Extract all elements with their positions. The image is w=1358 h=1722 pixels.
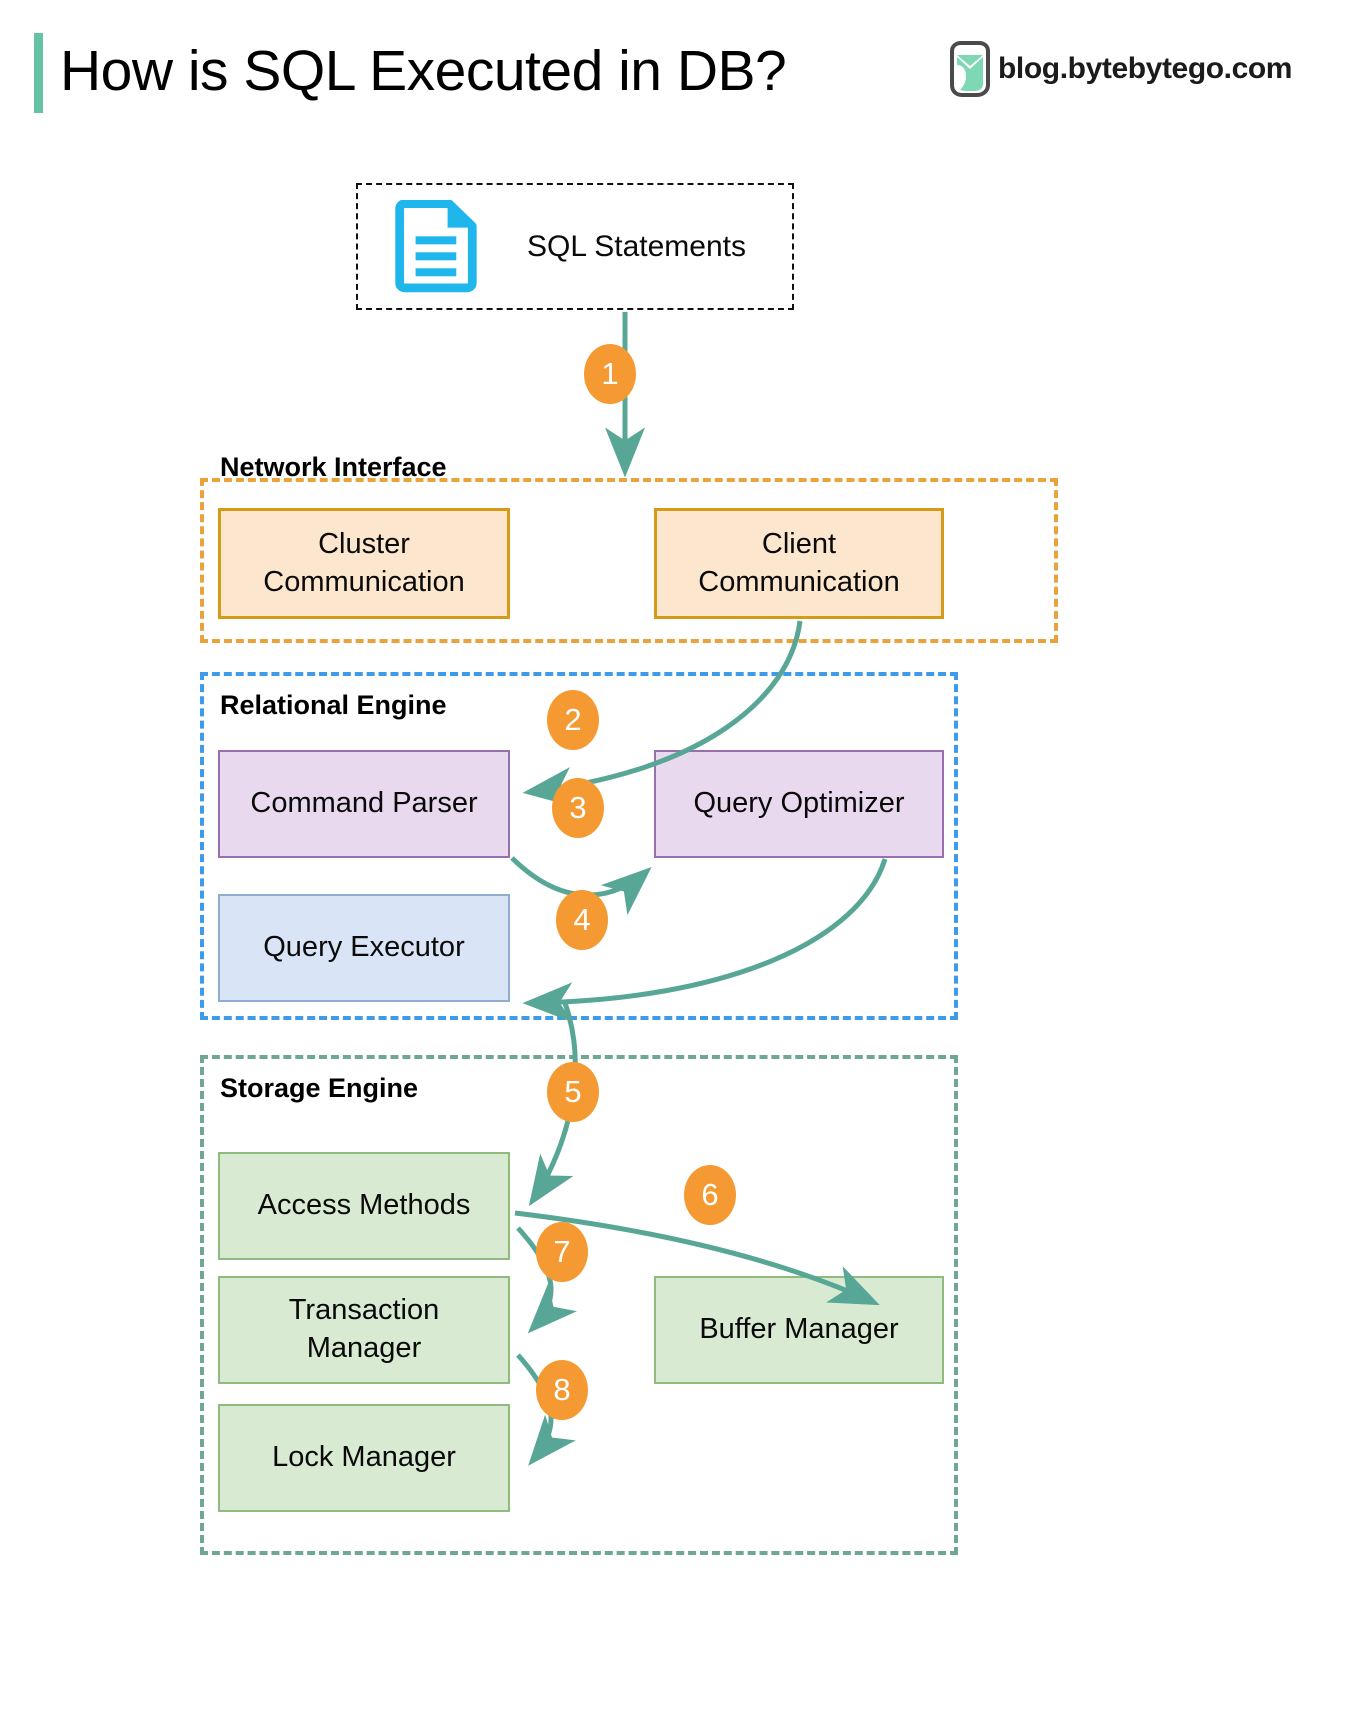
- page-title: How is SQL Executed in DB?: [60, 39, 787, 103]
- node-cluster-communication-label: Cluster Communication: [263, 527, 465, 598]
- group-storage-engine-label: Storage Engine: [220, 1073, 419, 1103]
- node-access-methods[interactable]: Access Methods: [218, 1152, 510, 1260]
- step-badge-3: 3: [552, 778, 604, 838]
- group-network-interface-label: Network Interface: [220, 452, 447, 482]
- step-badge-4: 4: [556, 890, 608, 950]
- node-client-communication[interactable]: Client Communication: [654, 508, 944, 619]
- group-storage-engine: [200, 1055, 958, 1555]
- node-buffer-manager[interactable]: Buffer Manager: [654, 1276, 944, 1384]
- title-accent-bar: [34, 33, 43, 113]
- step-badge-7: 7: [536, 1222, 588, 1282]
- step-badge-2: 2: [547, 690, 599, 750]
- sql-statements-label: SQL Statements: [527, 229, 746, 263]
- step-badge-8: 8: [536, 1360, 588, 1420]
- sql-statements-node: SQL Statements: [356, 183, 794, 310]
- header: How is SQL Executed in DB? blog.bytebyte…: [0, 0, 1358, 140]
- bytebytego-logo-icon: [950, 41, 990, 97]
- node-transaction-manager-label: Transaction Manager: [288, 1294, 440, 1364]
- node-transaction-manager[interactable]: Transaction Manager: [218, 1276, 510, 1384]
- node-lock-manager[interactable]: Lock Manager: [218, 1404, 510, 1512]
- brand: blog.bytebytego.com: [948, 38, 1292, 100]
- step-badge-5: 5: [547, 1062, 599, 1122]
- node-query-executor[interactable]: Query Executor: [218, 894, 510, 1002]
- node-query-optimizer[interactable]: Query Optimizer: [654, 750, 944, 858]
- document-lines-icon: [395, 200, 477, 293]
- node-client-communication-label: Client Communication: [698, 527, 900, 598]
- node-command-parser[interactable]: Command Parser: [218, 750, 510, 858]
- step-badge-6: 6: [684, 1165, 736, 1225]
- step-badge-1: 1: [584, 344, 636, 404]
- group-relational-engine-label: Relational Engine: [220, 690, 447, 720]
- node-cluster-communication[interactable]: Cluster Communication: [218, 508, 510, 619]
- brand-label: blog.bytebytego.com: [998, 52, 1293, 85]
